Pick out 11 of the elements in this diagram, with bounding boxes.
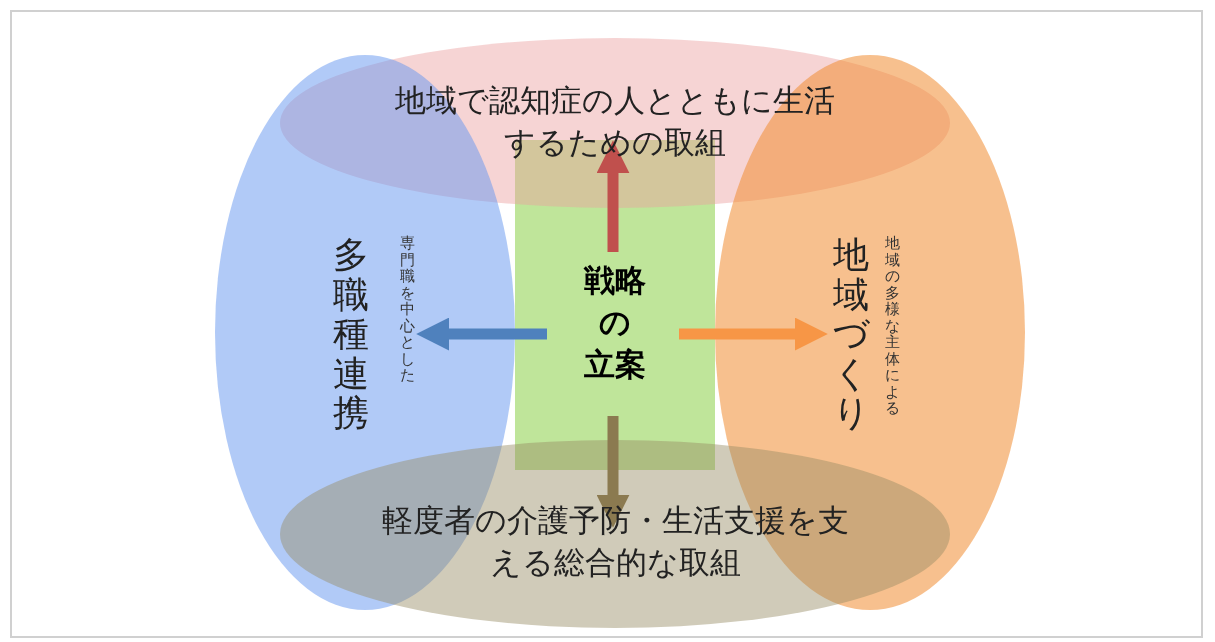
vertical-heading: 多職種連携 — [333, 235, 369, 433]
vertical-heading: 地域づくり — [833, 235, 869, 433]
arrow — [679, 317, 828, 351]
arrow — [596, 416, 630, 528]
arrow — [596, 140, 630, 252]
heading-text: 地域で認知症の人とともに生活するための取組 — [394, 81, 836, 162]
heading-text: 軽度者の介護予防・生活支援を支える総合的な取組 — [380, 501, 850, 582]
vertical-subtext: 地域の多様な主体による — [885, 235, 900, 417]
center-text: 戦略の立案 — [582, 261, 647, 384]
vertical-subtext: 専門職を中心とした — [400, 235, 415, 384]
arrow — [416, 317, 547, 351]
